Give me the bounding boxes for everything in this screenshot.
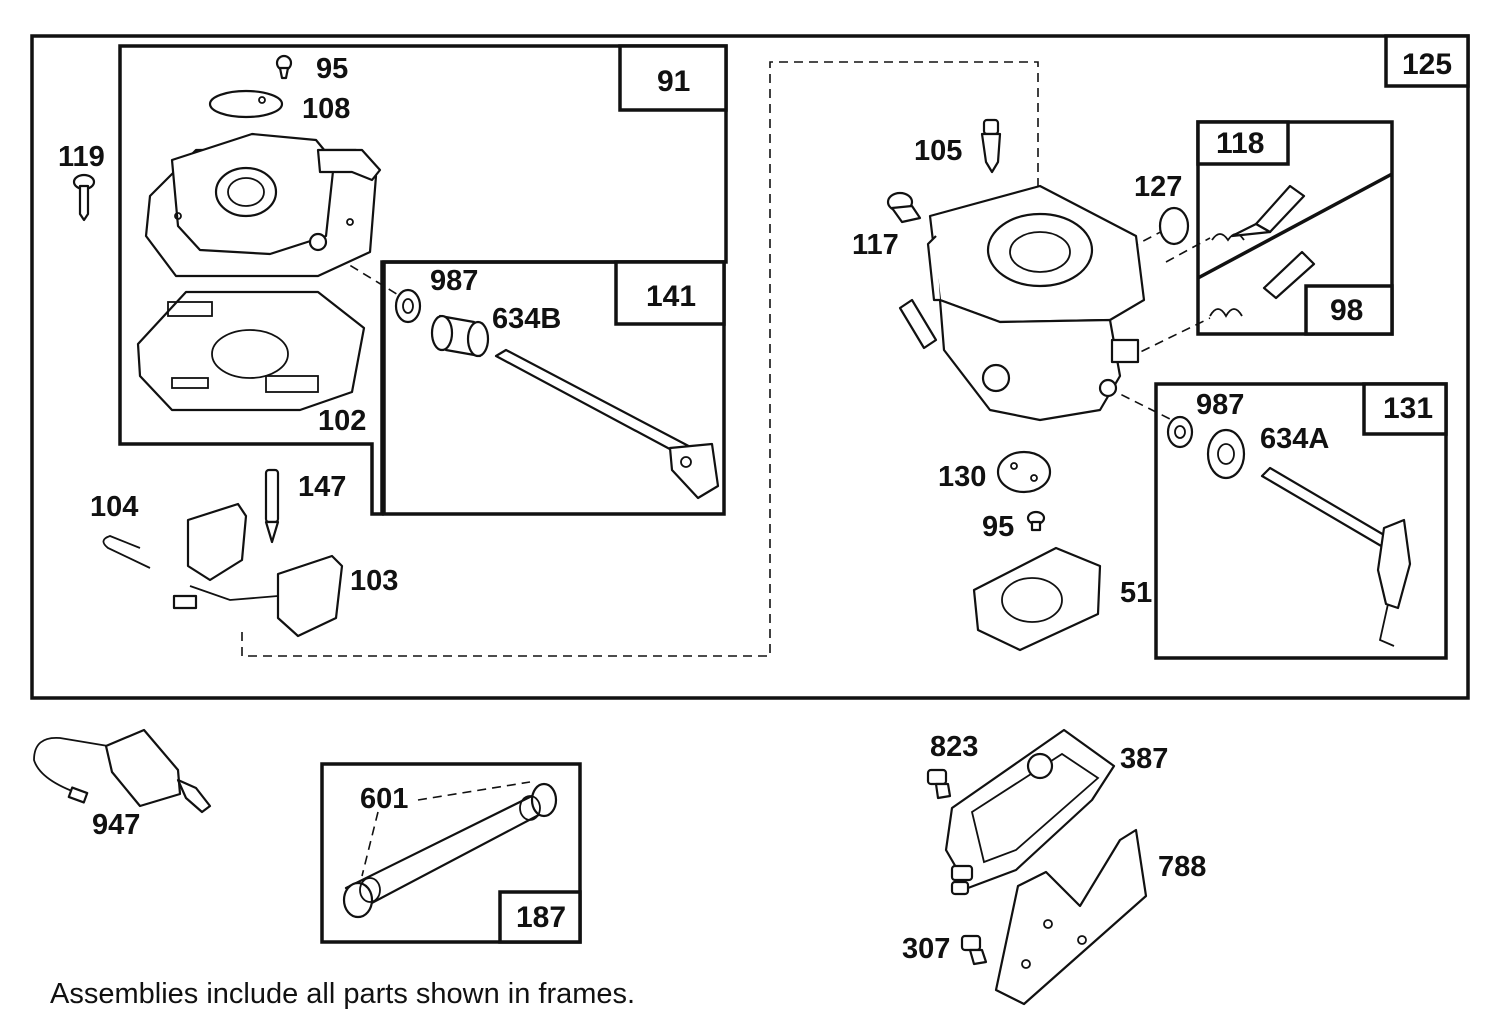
- screw-823-part: [926, 768, 952, 800]
- part-label-147: 147: [298, 471, 346, 503]
- frame-118-outline: [1196, 120, 1394, 336]
- choke-shaft-part: [1260, 466, 1412, 647]
- frame-131-label: 131: [1383, 392, 1433, 425]
- frame-125-label: 125: [1402, 48, 1452, 81]
- screw-307-part: [960, 934, 988, 966]
- dashed-line-body-to-987: [1107, 387, 1173, 421]
- part-label-307: 307: [902, 933, 950, 965]
- seal-987-part: [394, 288, 422, 324]
- part-label-108: 108: [302, 93, 350, 125]
- bushing-634a-part: [1206, 428, 1246, 480]
- frame-125-tag: [1384, 34, 1470, 88]
- fuel-pump-387-part: [944, 728, 1116, 896]
- frame-131-outline: [1154, 382, 1448, 660]
- part-label-51: 51: [1120, 577, 1152, 609]
- part-label-634b: 634B: [492, 303, 561, 335]
- mixture-screw-98-part: [1209, 250, 1316, 318]
- dashed-loop-connector: [241, 61, 1039, 657]
- frame-118-divider: [1197, 172, 1393, 280]
- solenoid-947-part: [33, 728, 212, 814]
- frame-91-label: 91: [657, 65, 690, 98]
- frame-141-label: 141: [646, 280, 696, 313]
- part-label-119: 119: [58, 141, 105, 173]
- gasket-102-part: [136, 290, 366, 412]
- seal-127-part: [1158, 206, 1190, 246]
- fuel-hose-187-part: [342, 782, 558, 919]
- dashed-line-118-spring: [1165, 237, 1211, 263]
- part-label-601: 601: [360, 783, 408, 815]
- float-103-part: [172, 502, 344, 638]
- frame-125-outline: [30, 34, 1470, 700]
- dashed-line-601-clamps: [361, 781, 531, 877]
- frame-118-tag: [1196, 120, 1290, 166]
- frame-141-outline: [382, 260, 726, 516]
- part-label-634a: 634A: [1260, 423, 1329, 455]
- frame-187-label: 187: [516, 901, 566, 934]
- part-label-103: 103: [350, 565, 398, 597]
- dashed-line-98-spring: [1127, 317, 1211, 359]
- part-label-987-right: 987: [1196, 389, 1244, 421]
- screw-95b-part: [1026, 510, 1046, 532]
- frame-187-outline: [320, 762, 582, 944]
- part-label-130: 130: [938, 461, 986, 493]
- plate-130-part: [996, 450, 1052, 494]
- carburetor-cover-part: [144, 132, 382, 278]
- part-label-102: 102: [318, 405, 366, 437]
- gasket-51-part: [972, 546, 1102, 652]
- plug-117-part: [886, 191, 922, 224]
- frame-118-label: 118: [1216, 127, 1264, 160]
- part-label-105: 105: [914, 135, 962, 167]
- bracket-788-part: [994, 828, 1148, 1006]
- needle-147-part: [264, 468, 280, 544]
- assembly-caption: Assemblies include all parts shown in fr…: [50, 978, 635, 1010]
- part-label-788: 788: [1158, 851, 1206, 883]
- part-label-387: 387: [1120, 743, 1168, 775]
- throttle-shaft-part: [494, 348, 720, 500]
- part-label-104: 104: [90, 491, 138, 523]
- part-label-127: 127: [1134, 171, 1182, 203]
- frame-131-tag: [1362, 382, 1448, 436]
- gasket-108-part: [208, 89, 284, 119]
- screw-95-part: [275, 54, 293, 80]
- frame-98-tag: [1304, 284, 1394, 336]
- needle-valve-105-part: [980, 118, 1002, 174]
- part-label-95-top: 95: [316, 53, 348, 85]
- part-label-95-right: 95: [982, 511, 1014, 543]
- idle-screw-118-part: [1211, 184, 1306, 242]
- frame-98-label: 98: [1330, 294, 1363, 327]
- seal-987b-part: [1166, 415, 1194, 449]
- part-label-823: 823: [930, 731, 978, 763]
- part-label-117: 117: [852, 229, 899, 261]
- part-label-947: 947: [92, 809, 140, 841]
- bushing-634b-part: [430, 314, 490, 358]
- frame-91-outline: [118, 44, 728, 516]
- pin-104-part: [102, 535, 151, 569]
- frame-91-tag: [618, 44, 728, 112]
- part-label-987-left: 987: [430, 265, 478, 297]
- frame-187-tag: [498, 890, 582, 944]
- screw-119-part: [72, 173, 96, 222]
- carburetor-body-part: [898, 184, 1146, 422]
- frame-141-tag: [614, 260, 726, 326]
